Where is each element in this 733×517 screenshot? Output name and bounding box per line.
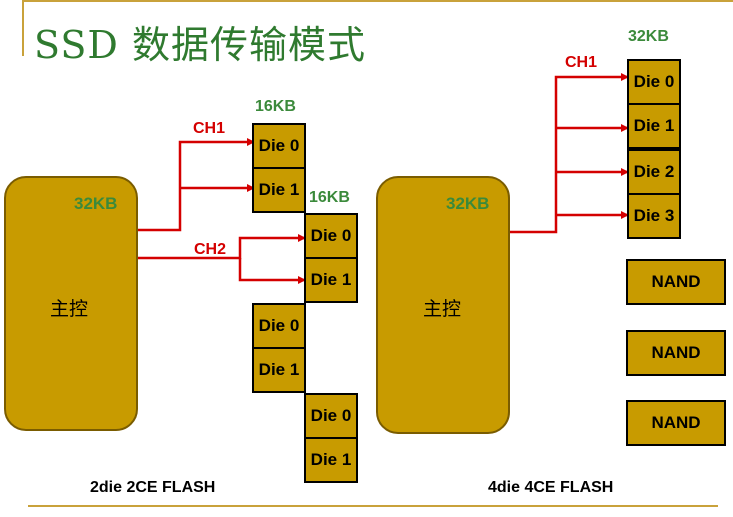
left-ch1-label: CH1 <box>193 120 226 137</box>
left-controller-label: 主控 <box>50 299 89 320</box>
right-die: Die 1 <box>627 103 681 149</box>
left-ch2-label: CH2 <box>194 241 227 258</box>
right-caption: 4die 4CE FLASH <box>488 479 614 496</box>
right-ch1-label: CH1 <box>565 54 598 71</box>
left-die: Die 1 <box>252 167 306 213</box>
right-controller-label: 主控 <box>423 299 462 320</box>
left-die: Die 1 <box>252 347 306 393</box>
left-controller <box>4 176 138 431</box>
nand-block: NAND <box>626 330 726 376</box>
nand-block: NAND <box>626 400 726 446</box>
right-controller-size: 32KB <box>446 194 490 213</box>
nand-block: NAND <box>626 259 726 305</box>
left-die: Die 0 <box>304 393 358 439</box>
right-group-size: 32KB <box>628 28 669 45</box>
left-ch1-wire <box>138 138 255 232</box>
left-ch2-wire <box>138 234 306 284</box>
left-die: Die 0 <box>252 123 306 169</box>
left-die: Die 0 <box>304 213 358 259</box>
left-group1-size: 16KB <box>255 98 296 115</box>
bottom-rule <box>28 505 718 507</box>
left-die: Die 1 <box>304 257 358 303</box>
left-die: Die 0 <box>252 303 306 349</box>
top-rule <box>22 0 733 2</box>
right-ch1-wire <box>510 73 629 234</box>
page-title: SSD 数据传输模式 <box>34 23 366 67</box>
right-die: Die 2 <box>627 149 681 195</box>
right-die: Die 0 <box>627 59 681 105</box>
right-die: Die 3 <box>627 193 681 239</box>
right-controller <box>376 176 510 434</box>
left-caption: 2die 2CE FLASH <box>90 479 216 496</box>
left-group2-size: 16KB <box>309 189 350 206</box>
left-die: Die 1 <box>304 437 358 483</box>
left-rule <box>22 0 24 56</box>
left-controller-size: 32KB <box>74 194 118 213</box>
